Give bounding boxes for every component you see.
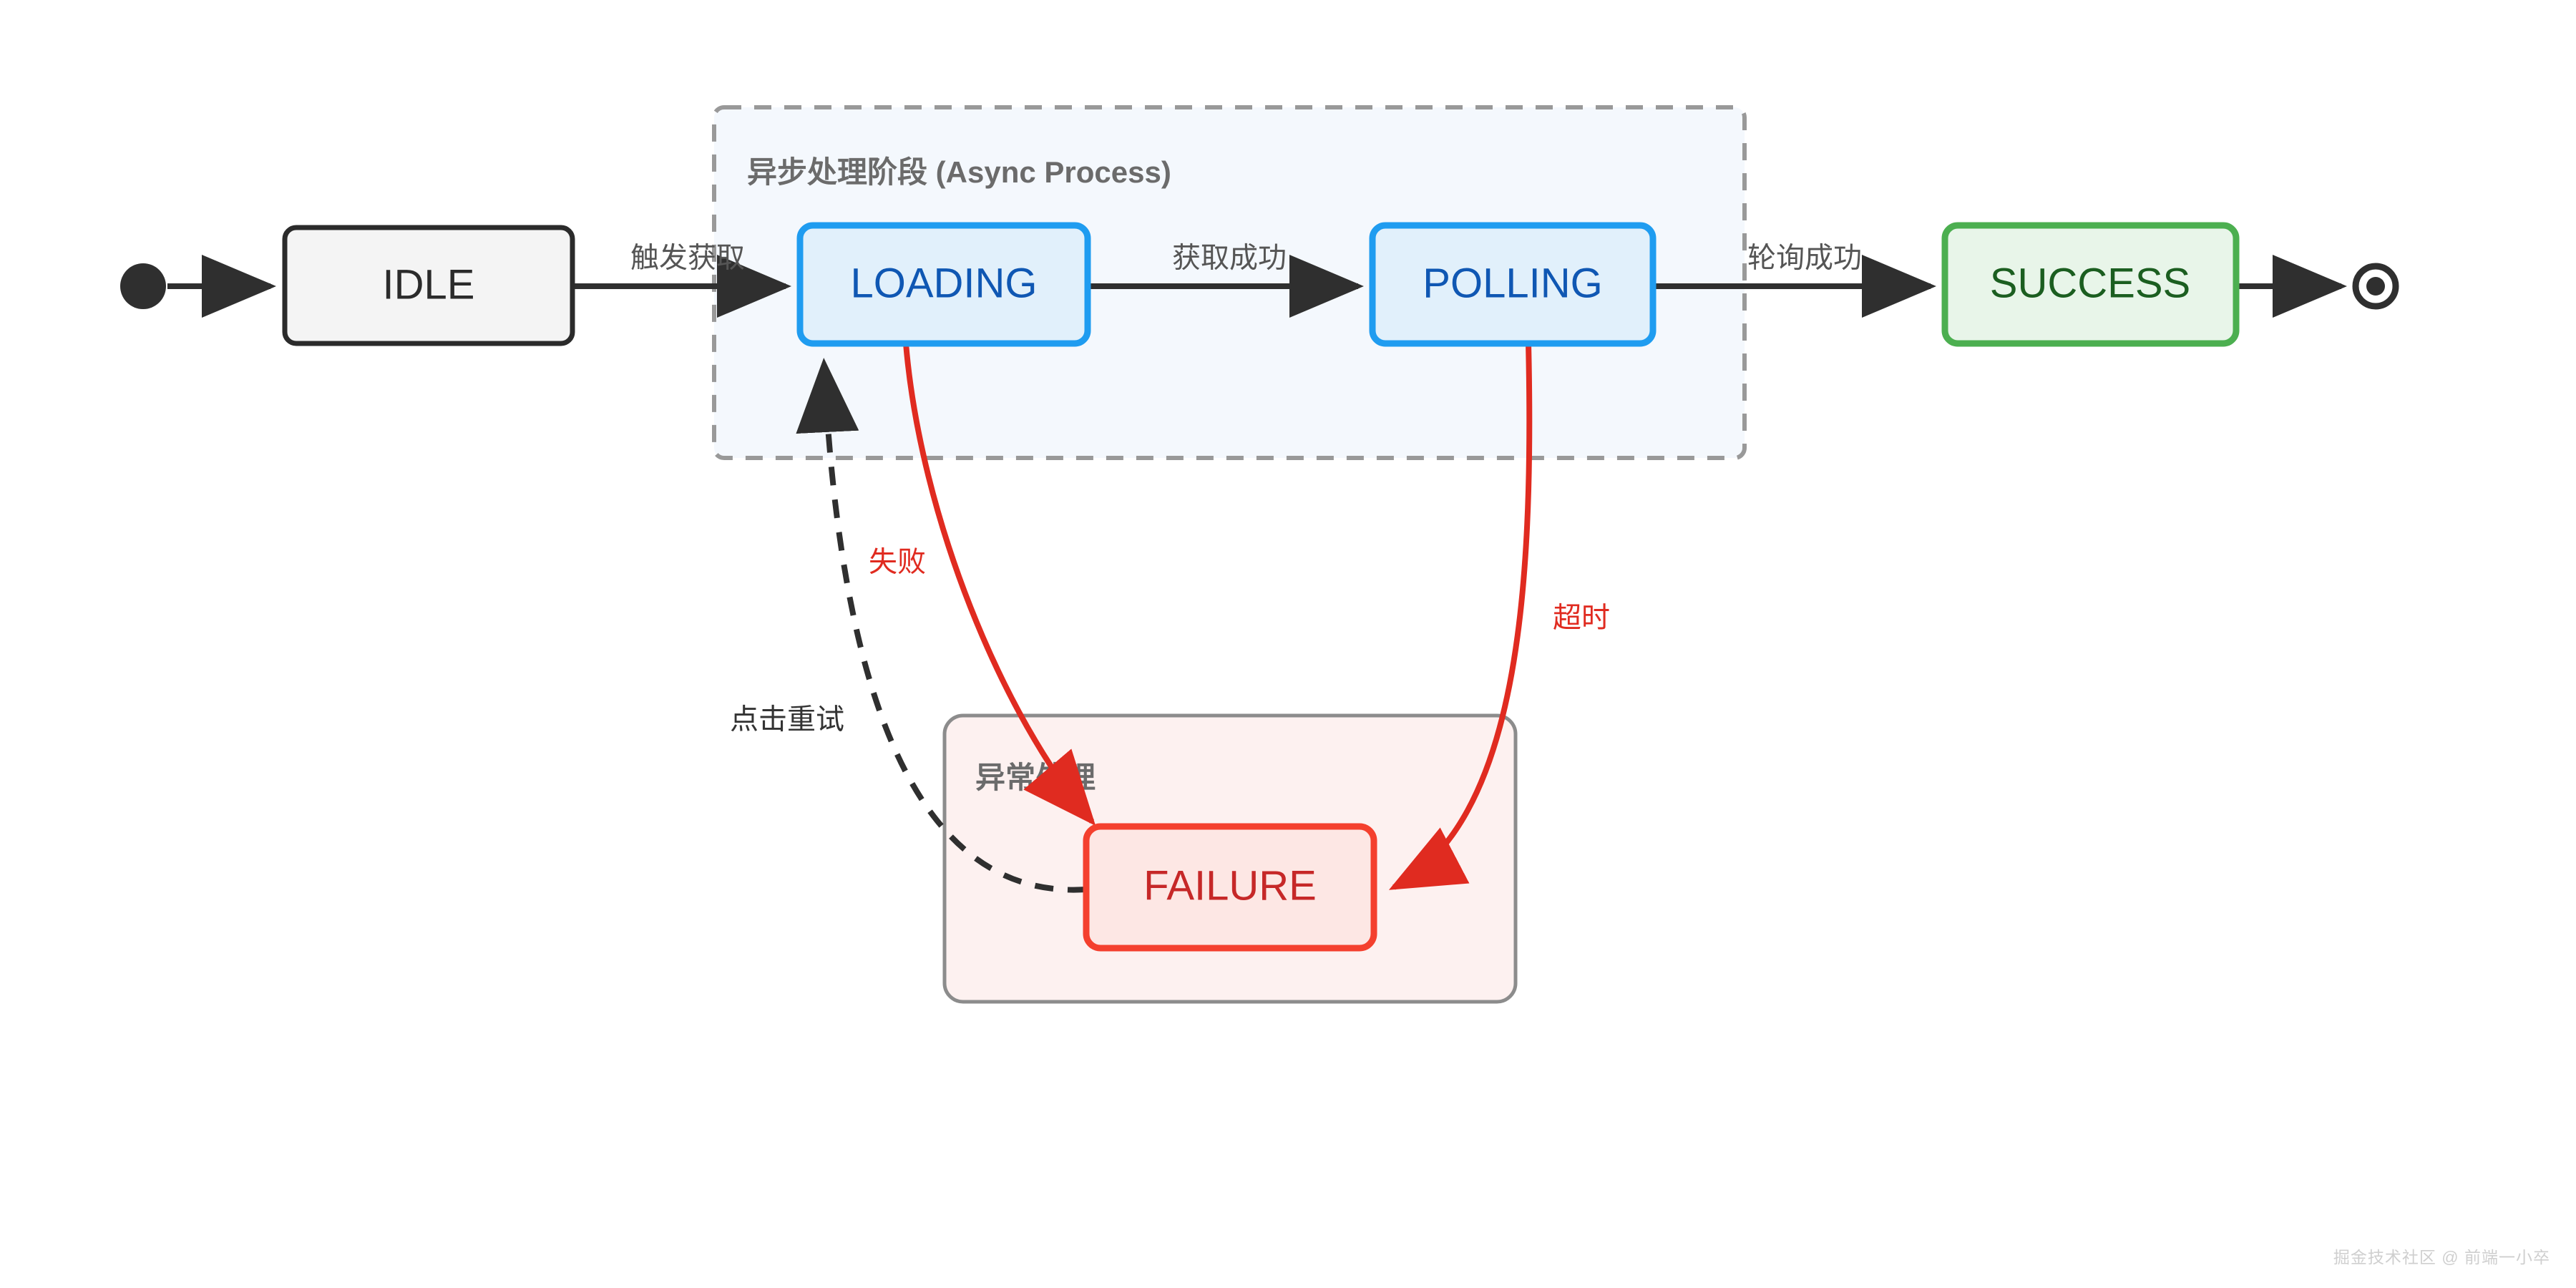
- end-state-inner-circle[interactable]: [2366, 277, 2385, 296]
- edge-failure-to-loading: 点击重试: [730, 358, 1087, 893]
- watermark: 掘金技术社区 @ 前端一小卒: [2333, 1248, 2550, 1267]
- node-success-box[interactable]: [1941, 222, 2240, 347]
- edge-loading-to-failure-curve: [903, 343, 1096, 826]
- edge-label-click-retry: 点击重试: [730, 704, 844, 736]
- node-idle[interactable]: IDLE: [282, 225, 575, 346]
- node-polling-label: POLLING: [1423, 260, 1602, 306]
- start-state-circle[interactable]: [120, 263, 166, 309]
- node-idle-label: IDLE: [383, 261, 475, 308]
- end-state-outer-circle[interactable]: [2352, 263, 2399, 310]
- edge-polling-to-failure-curve: [1388, 343, 1533, 890]
- edge-loading-to-polling: 获取成功: [1088, 243, 1364, 318]
- async-process-title: 异步处理阶段 (Async Process): [747, 155, 1171, 189]
- edge-label-fetch-success: 获取成功: [1172, 243, 1287, 274]
- edge-polling-to-failure: 超时: [1388, 343, 1610, 890]
- edge-label-failure: 失败: [869, 547, 926, 578]
- node-failure[interactable]: FAILURE: [1083, 823, 1377, 952]
- node-start[interactable]: [120, 263, 166, 309]
- edge-label-timeout: 超时: [1553, 602, 1610, 634]
- edge-failure-to-loading-curve: [796, 358, 1087, 893]
- node-success-label: SUCCESS: [1990, 260, 2190, 306]
- node-end[interactable]: [2352, 263, 2399, 310]
- node-loading-box[interactable]: [796, 222, 1091, 347]
- edge-label-trigger-fetch: 触发获取: [630, 243, 745, 274]
- edge-label-poll-success: 轮询成功: [1747, 243, 1862, 274]
- edge-idle-to-loading: 触发获取: [572, 243, 791, 318]
- node-loading-label: LOADING: [850, 260, 1037, 306]
- exception-handling-title: 异常处理: [975, 761, 1096, 794]
- node-polling[interactable]: POLLING: [1369, 222, 1657, 347]
- node-loading[interactable]: LOADING: [796, 222, 1091, 347]
- node-failure-box[interactable]: [1083, 823, 1377, 952]
- cluster-async-process: 异步处理阶段 (Async Process): [712, 105, 1747, 460]
- edge-polling-to-success: 轮询成功: [1653, 243, 1936, 318]
- node-success[interactable]: SUCCESS: [1941, 222, 2240, 347]
- node-idle-box[interactable]: [282, 225, 575, 346]
- edge-loading-to-failure: 失败: [869, 343, 1096, 826]
- async-process-boundary: [712, 105, 1747, 460]
- node-polling-box[interactable]: [1369, 222, 1657, 347]
- node-failure-label: FAILURE: [1143, 862, 1317, 909]
